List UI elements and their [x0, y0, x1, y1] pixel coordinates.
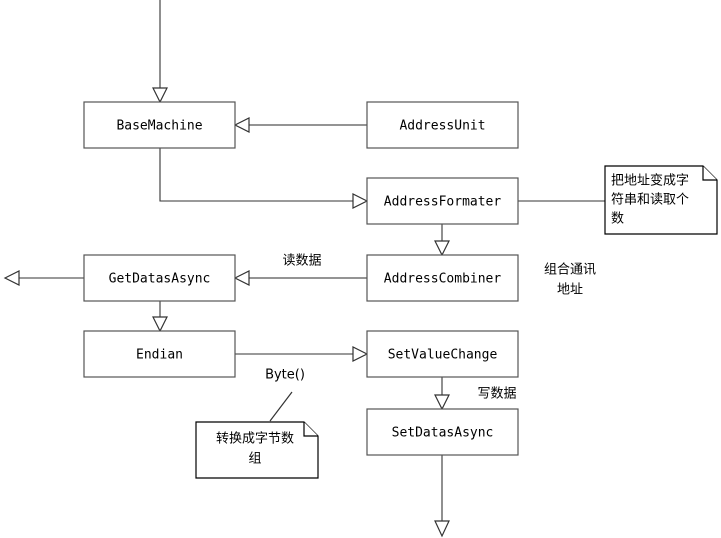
connector-address-combiner-to-get-datas-async [233, 270, 367, 286]
connector-set-value-change-to-set-datas-async [434, 377, 450, 411]
note-convert-byte-array-line-2: 组 [248, 452, 261, 467]
node-label-address-combiner: AddressCombiner [384, 272, 502, 287]
edge-label-write-data: 写数据 [477, 387, 516, 402]
node-label-set-datas-async: SetDatasAsync [392, 426, 494, 441]
note-address-to-string-line-3: 数 [611, 212, 624, 227]
connector-endian-to-set-value-change [235, 346, 369, 362]
connector-address-formater-to-address-combiner [434, 224, 450, 257]
node-label-endian: Endian [136, 348, 183, 363]
node-label-address-formater: AddressFormater [384, 195, 502, 210]
node-endian[interactable]: Endian [83, 330, 236, 378]
node-label-address-unit: AddressUnit [399, 119, 485, 134]
connector-address-unit-to-base-machine [233, 117, 367, 133]
node-set-value-change[interactable]: SetValueChange [366, 330, 519, 378]
annotation-combine-comm-address-line-2: 地址 [557, 283, 583, 298]
node-set-datas-async[interactable]: SetDatasAsync [366, 408, 519, 456]
connector-entry-into-base-machine [152, 0, 168, 104]
node-address-unit[interactable]: AddressUnit [366, 101, 519, 149]
edge-label-byte-array: Byte() [265, 368, 305, 383]
note-address-to-string-line-1: 把地址变成字 [611, 173, 689, 189]
node-label-base-machine: BaseMachine [116, 119, 202, 134]
node-label-get-datas-async: GetDatasAsync [109, 272, 211, 287]
connector-get-datas-async-to-endian [152, 301, 168, 333]
edge-label-read-data: 读数据 [282, 254, 321, 269]
connector-byte-label-leader [269, 391, 293, 422]
note-convert-byte-array-line-1: 转换成字节数 [216, 432, 294, 447]
annotation-combine-comm-address: 组合通讯 地址 [544, 263, 596, 298]
note-address-to-string-line-2: 符串和读取个 [611, 192, 689, 208]
connector-get-datas-async-to-external [3, 270, 84, 286]
annotation-combine-comm-address-line-1: 组合通讯 [544, 263, 596, 278]
connector-set-datas-async-to-external [434, 455, 450, 538]
node-address-formater[interactable]: AddressFormater [366, 177, 519, 225]
connector-base-machine-to-address-formater [159, 148, 369, 209]
node-base-machine[interactable]: BaseMachine [83, 101, 236, 149]
node-address-combiner[interactable]: AddressCombiner [366, 254, 519, 302]
node-label-set-value-change: SetValueChange [388, 348, 498, 363]
node-get-datas-async[interactable]: GetDatasAsync [83, 254, 236, 302]
note-address-to-string[interactable]: 把地址变成字 符串和读取个 数 [604, 165, 718, 235]
note-convert-byte-array[interactable]: 转换成字节数 组 [195, 421, 319, 479]
